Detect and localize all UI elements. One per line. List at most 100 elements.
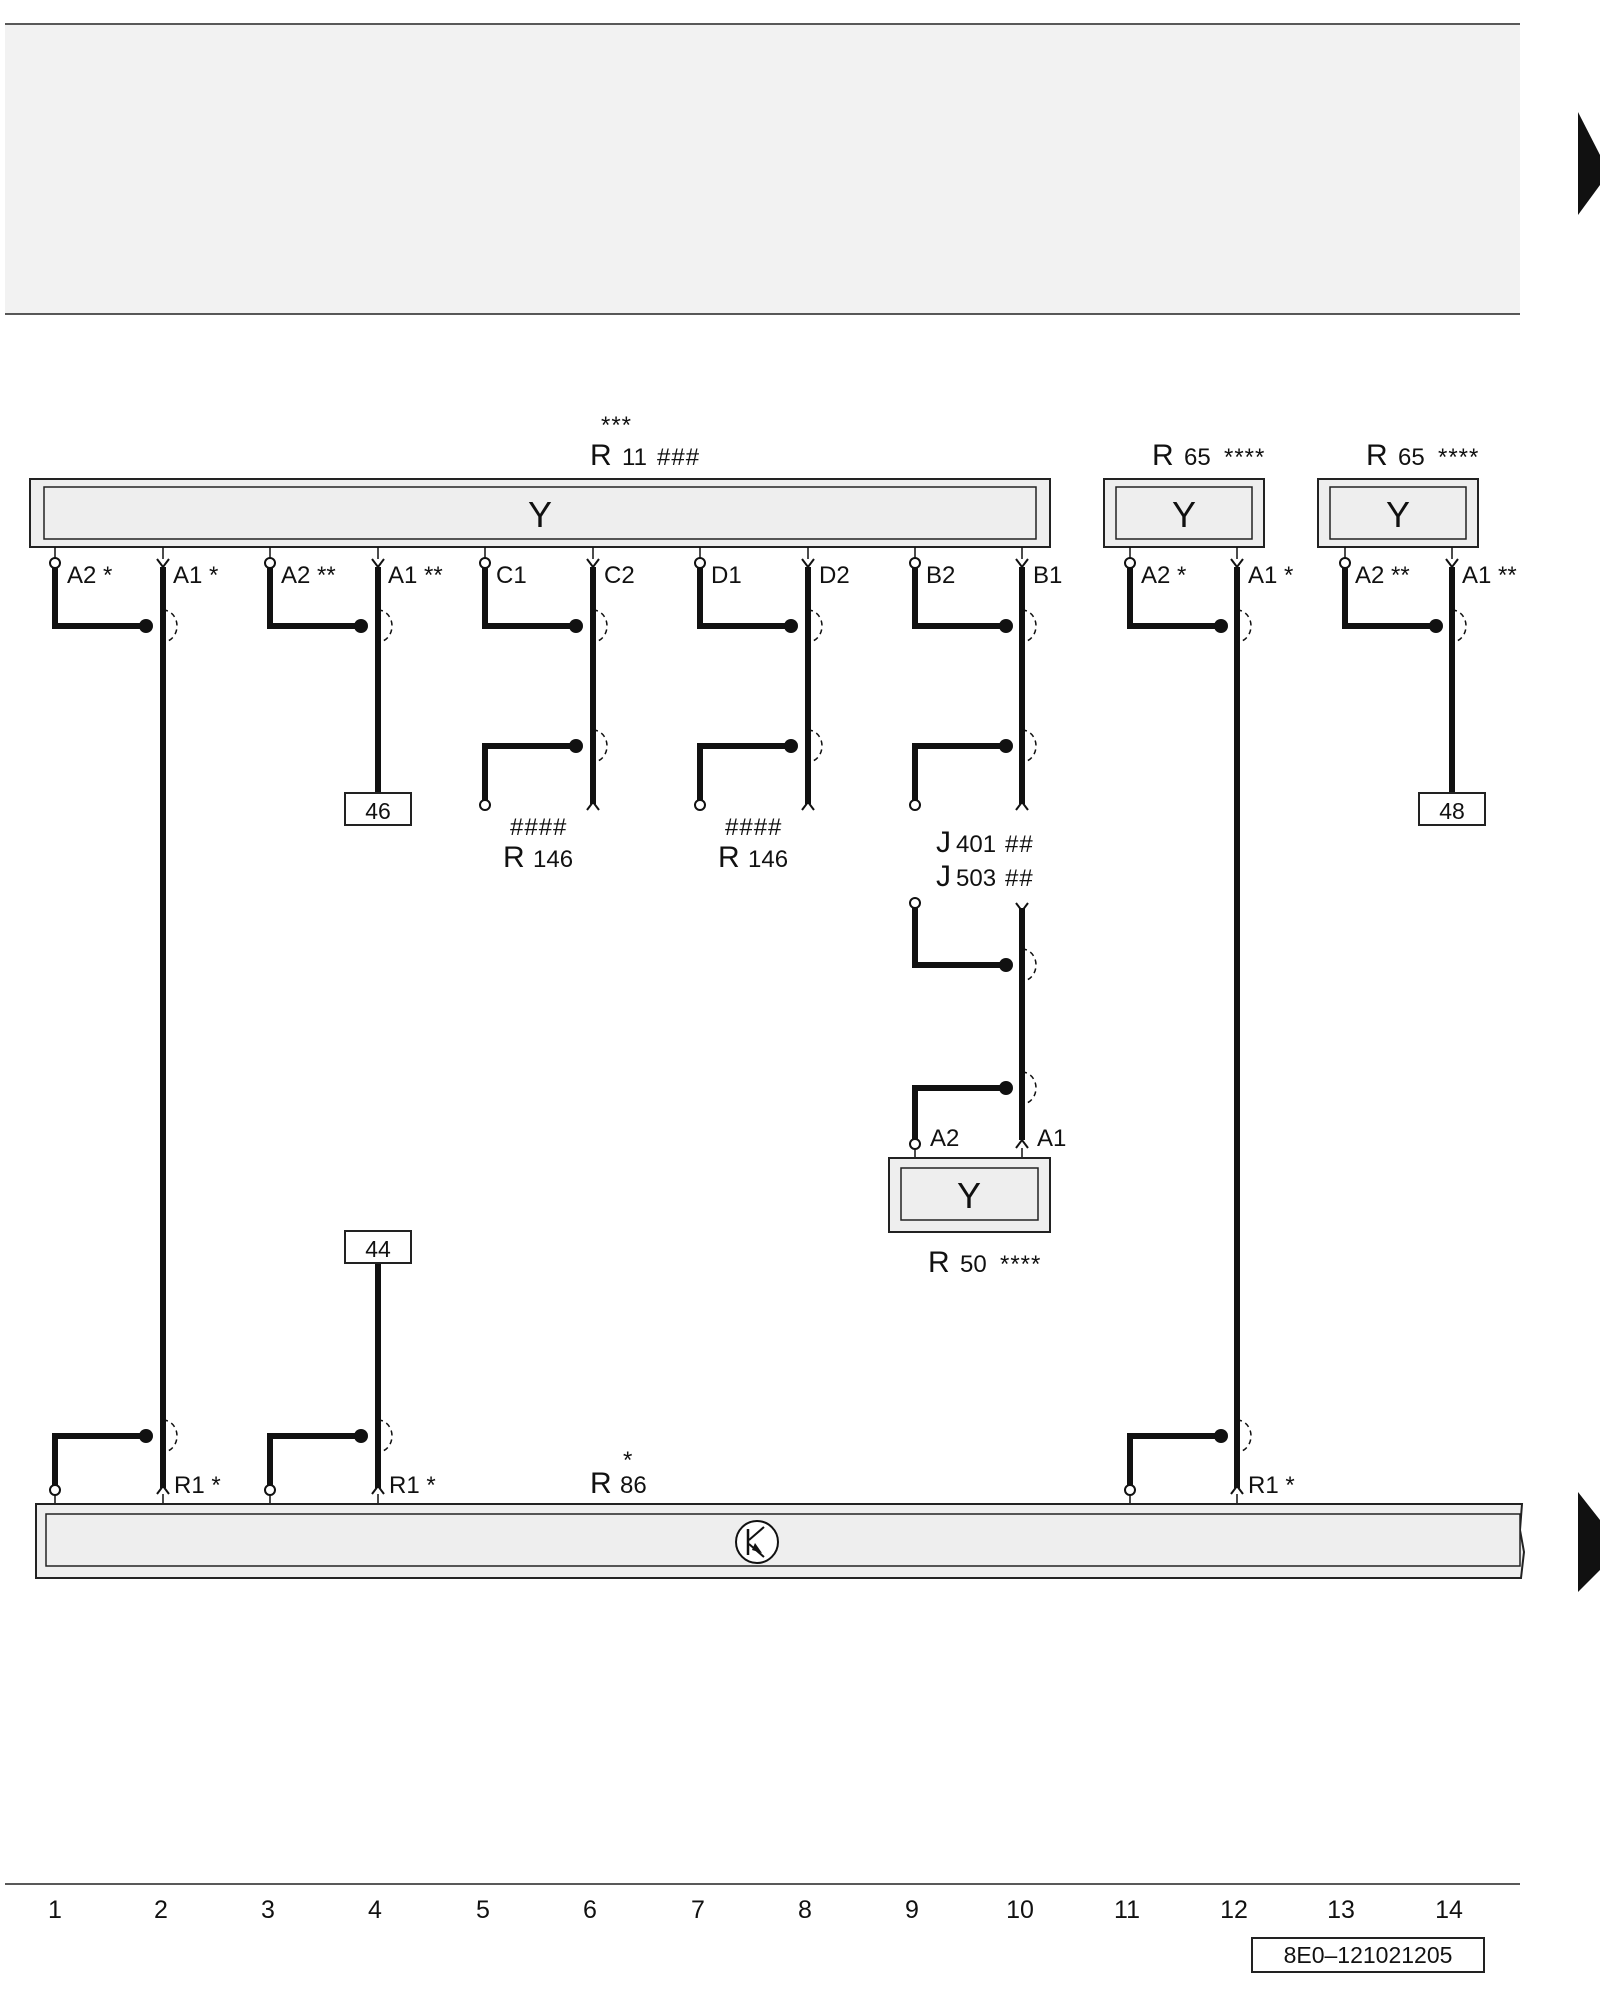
wire[interactable] [912,907,1008,968]
wire[interactable] [267,567,363,629]
r86-pin-label: R1 * [1248,1472,1295,1499]
reference-code: 8E0–121021205 [1284,1942,1453,1968]
pin-terminal [1124,1484,1136,1496]
r11-symbol: Y [528,494,552,535]
pin-chevron [1230,558,1244,569]
page-next-arrow-bottom[interactable] [1578,1492,1600,1592]
r65-a-suffix: **** [1224,444,1265,471]
splice-dot [569,739,583,753]
j503-suffix: ## [1005,865,1034,892]
reference-code-box [1251,1937,1485,1973]
r50-inner-box [900,1167,1039,1221]
splice-dot [569,619,583,633]
wire[interactable] [697,567,793,629]
r146-a-mark-above: #### [510,814,567,841]
wire[interactable] [912,567,1008,629]
pin-chevron [801,800,815,811]
wire[interactable] [52,567,148,629]
wire-group [52,567,1455,1488]
shield-arcs [162,609,1467,1453]
pin-chevron [1230,1484,1244,1495]
r65-a-inner-box [1115,486,1253,540]
reference-label: 44 [365,1236,391,1262]
wire[interactable] [1127,567,1223,629]
r86-mark-above: * [623,1447,633,1474]
column-numbers: 1 2 3 4 5 6 7 8 9 10 11 12 13 14 [48,1896,1463,1924]
wire[interactable] [267,1433,363,1485]
pin-terminals [49,557,1351,1496]
reference-48[interactable]: 48 [1418,792,1486,826]
wire[interactable] [482,743,578,800]
pin-chevron [586,558,600,569]
r50-symbol: Y [957,1175,981,1216]
r65-a-number: 65 [1184,444,1211,471]
r11-pin-label: A2 ** [281,562,336,589]
splice-dot [139,619,153,633]
r86-pin-label: R1 * [389,1472,436,1499]
r86-inner-box [45,1513,1521,1567]
wire[interactable] [697,743,793,800]
r65-a-symbol: Y [1172,494,1196,535]
pin-leads [54,547,1453,1514]
component-r11: Y *** R 11 ### [29,412,1051,548]
reference-box[interactable] [344,792,412,826]
wire[interactable] [1342,567,1438,629]
r86-transistor-icon [735,1520,779,1564]
pin-chevron [1445,558,1459,569]
column-number: 4 [368,1896,382,1924]
pin-terminal [909,799,921,811]
r146-a-number: 146 [533,846,573,873]
wire[interactable] [912,1085,1008,1140]
pin-chevron [371,1484,385,1495]
j401-number: 401 [956,831,996,858]
reference-box[interactable] [1418,792,1486,826]
column-number: 5 [476,1896,490,1924]
r11-pin-label: C1 [496,562,527,589]
r11-pin-label: D2 [819,562,850,589]
reference-box[interactable] [344,1230,412,1264]
r50-pin-label: A1 [1037,1125,1066,1152]
wire[interactable] [52,1433,148,1485]
pin-terminal [694,799,706,811]
wire[interactable] [912,743,1008,800]
r146-b-letter: R [718,841,740,874]
r65-b-letter: R [1366,439,1388,472]
r65-b-suffix: **** [1438,444,1479,471]
splice-dot [354,1429,368,1443]
r50-suffix: **** [1000,1251,1041,1278]
pin-chevron [1015,1138,1029,1149]
wire[interactable] [1127,1433,1223,1485]
r11-pin-label: A2 * [67,562,112,589]
r65-b-number: 65 [1398,444,1425,471]
component-r65-a: Y R 65 **** [1103,439,1265,548]
pin-terminal [49,1484,61,1496]
column-number: 1 [48,1896,62,1924]
r11-pin-label: C2 [604,562,635,589]
r146-b-mark-above: #### [725,814,782,841]
wire[interactable] [482,567,578,629]
r11-pin-label: B2 [926,562,955,589]
pin-terminal [49,557,61,569]
r11-inner-box [43,486,1037,540]
transistor-icon-arrow [752,1543,762,1553]
column-number: 10 [1006,1896,1034,1924]
r11-pin-label: A1 ** [388,562,443,589]
r86-letter: R [590,1467,612,1500]
column-number: 6 [583,1896,597,1924]
column-number: 2 [154,1896,168,1924]
r86-pin-label: R1 * [174,1472,221,1499]
j401-suffix: ## [1005,831,1034,858]
column-number: 7 [691,1896,705,1924]
r86-number: 86 [620,1472,647,1499]
column-number: 11 [1114,1896,1140,1924]
pin-terminal [909,1138,921,1150]
reference-44[interactable]: 44 [344,1230,412,1264]
column-number: 13 [1327,1896,1355,1924]
reference-46[interactable]: 46 [344,792,412,826]
page-next-arrow-top[interactable] [1578,112,1600,215]
component-r65-b: Y R 65 **** [1317,439,1479,548]
pin-terminal [909,897,921,909]
r65-b-pin-label: A2 ** [1355,562,1410,589]
splice-dot [999,739,1013,753]
